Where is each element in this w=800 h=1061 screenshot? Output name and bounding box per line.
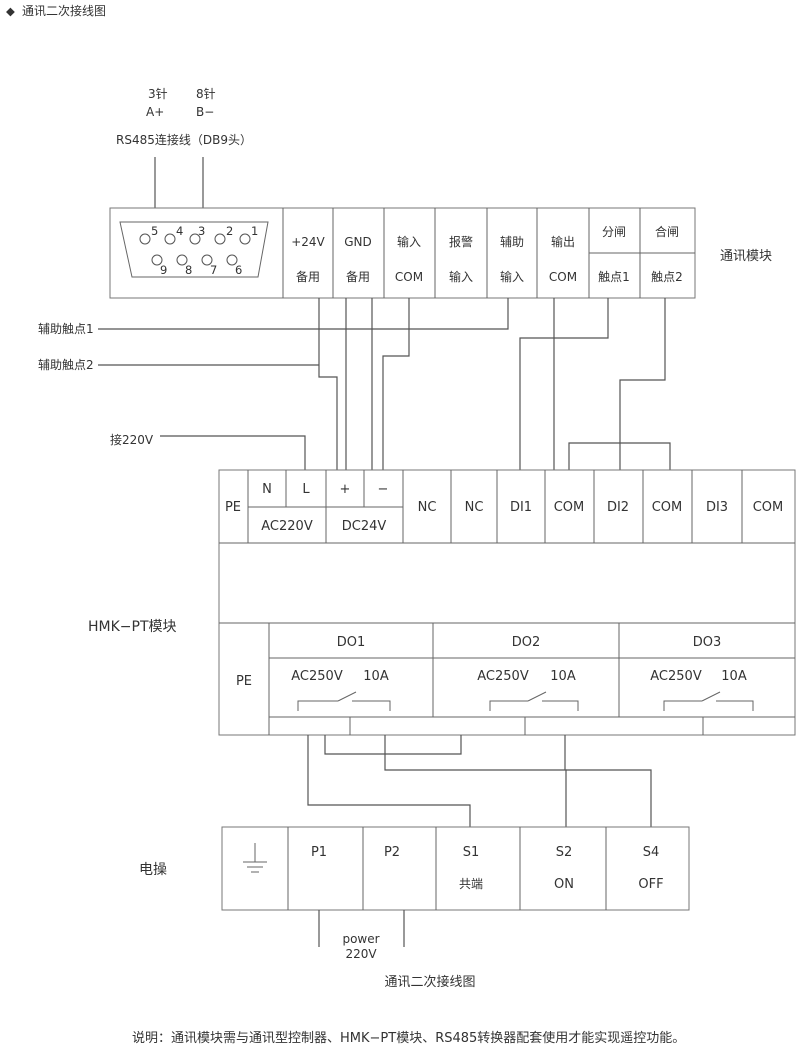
hmk-term-com1: COM — [554, 500, 585, 515]
comm-term-6-bottom: COM — [549, 270, 577, 284]
comm-term-4-bottom: 输入 — [449, 269, 473, 284]
pin-a-label: A+ — [146, 105, 164, 119]
note-text: 说明：通讯模块需与通讯型控制器、HMK−PT模块、RS485转换器配套使用才能实… — [132, 1030, 685, 1046]
diagram-caption: 通讯二次接线图 — [384, 974, 475, 990]
operator-s1-sub: 共端 — [459, 877, 483, 891]
hmk-pt-module — [218, 469, 796, 736]
db9-pin-9: 9 — [160, 263, 167, 277]
comm-term-4-top: 报警 — [449, 234, 473, 249]
db9-pin-2: 2 — [226, 224, 233, 238]
rs485-cable-label: RS485连接线（DB9头） — [116, 132, 252, 147]
operator-s2: S2 — [556, 845, 573, 860]
do3-label: DO3 — [693, 635, 722, 650]
db9-pin-7: 7 — [210, 263, 217, 277]
hmk-term-di1: DI1 — [510, 500, 532, 515]
header-title: 通讯二次接线图 — [22, 3, 106, 18]
comm-term-8-top: 合闸 — [655, 224, 679, 239]
hmk-pe-bottom: PE — [236, 674, 252, 689]
relay-contact-icon — [489, 691, 579, 711]
operator-s2-sub: ON — [554, 877, 574, 892]
hmk-term-nc1: NC — [418, 500, 437, 515]
db9-pin-4: 4 — [176, 224, 183, 238]
operator-s1: S1 — [463, 845, 480, 860]
comm-term-1-bottom: 备用 — [296, 270, 320, 284]
power-voltage: 220V — [345, 947, 377, 961]
operator-p2: P2 — [384, 845, 400, 860]
do2-current: 10A — [550, 669, 576, 684]
aux-contact1-label: 辅助触点1 — [38, 322, 94, 336]
comm-term-7-top: 分闸 — [602, 225, 626, 239]
hmk-n: N — [262, 482, 272, 497]
header-bullet: ◆ — [6, 4, 15, 18]
do1-current: 10A — [363, 669, 389, 684]
power-label: power — [342, 932, 379, 946]
pin3-label: 3针 — [148, 86, 168, 101]
wiring — [98, 298, 671, 470]
comm-term-5-top: 辅助 — [500, 235, 524, 249]
do3-rating: AC250V — [650, 669, 702, 684]
output-wiring — [307, 735, 652, 827]
hmk-term-nc2: NC — [465, 500, 484, 515]
pin8-label: 8针 — [196, 86, 216, 101]
comm-term-2-top: GND — [344, 235, 372, 249]
aux-contact2-label: 辅助触点2 — [38, 358, 94, 372]
do3-current: 10A — [721, 669, 747, 684]
hmk-plus: + — [340, 482, 351, 497]
comm-term-1-top: +24V — [291, 235, 325, 249]
comm-module-name: 通讯模块 — [720, 249, 772, 264]
hmk-module-name: HMK−PT模块 — [88, 619, 177, 635]
db9-pin-6: 6 — [235, 263, 242, 277]
db9-pin-5: 5 — [151, 224, 158, 238]
do2-rating: AC250V — [477, 669, 529, 684]
comm-term-6-top: 输出 — [551, 234, 575, 249]
hmk-dc-label: DC24V — [342, 519, 387, 534]
operator-s4-sub: OFF — [638, 877, 663, 892]
comm-module — [109, 207, 696, 299]
do2-label: DO2 — [512, 635, 541, 650]
hmk-term-di2: DI2 — [607, 500, 629, 515]
comm-term-3-bottom: COM — [395, 270, 423, 284]
relay-contact-icon — [663, 691, 754, 711]
ac220-label: 接220V — [110, 432, 154, 447]
hmk-pe-top: PE — [225, 500, 241, 515]
do1-label: DO1 — [337, 635, 366, 650]
comm-term-7-bottom: 触点1 — [598, 270, 630, 284]
comm-term-3-top: 输入 — [397, 234, 421, 249]
comm-term-5-bottom: 输入 — [500, 269, 524, 284]
db9-connector: 5 4 3 2 1 9 8 7 6 — [119, 221, 269, 278]
db9-pin-1: 1 — [251, 224, 258, 238]
comm-term-8-bottom: 触点2 — [651, 270, 683, 284]
hmk-term-di3: DI3 — [706, 500, 728, 515]
db9-pin-8: 8 — [185, 263, 192, 277]
relay-contact-icon — [297, 691, 391, 711]
hmk-term-com3: COM — [753, 500, 784, 515]
operator-name: 电操 — [139, 862, 167, 878]
comm-term-2-bottom: 备用 — [346, 270, 370, 284]
operator-p1: P1 — [311, 845, 327, 860]
operator-s4: S4 — [643, 845, 660, 860]
operator-module — [221, 826, 690, 911]
hmk-term-com2: COM — [652, 500, 683, 515]
do1-rating: AC250V — [291, 669, 343, 684]
pin-b-label: B− — [196, 105, 214, 119]
hmk-l: L — [302, 482, 310, 497]
ground-icon — [243, 843, 267, 873]
hmk-minus: − — [378, 482, 389, 497]
db9-pin-3: 3 — [198, 224, 205, 238]
hmk-ac-label: AC220V — [261, 519, 313, 534]
